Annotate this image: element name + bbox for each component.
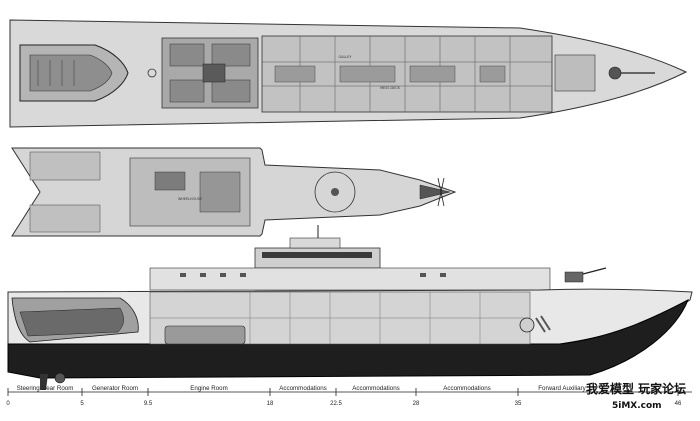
wheelhouse-label: WHEELHOUSE	[178, 197, 202, 201]
watermark: 我爱模型 玩家论坛 5iMX.com	[586, 381, 686, 411]
tick-label-18: 18	[267, 401, 274, 407]
helideck-circle	[314, 171, 356, 213]
section-label-accommodations-3: Accommodations	[443, 385, 490, 392]
watermark-site: 5iMX.com	[612, 401, 662, 411]
section-label-accommodations-1: Accommodations	[279, 385, 326, 392]
rudder	[40, 374, 48, 390]
engine-block	[164, 325, 246, 345]
tick-label-9-5: 9.5	[144, 401, 153, 407]
section-scale-bar: Steering Gear Room Generator Room Engine…	[6, 385, 692, 407]
watermark-title: 我爱模型 玩家论坛	[586, 381, 686, 396]
galley-label: GALLEY	[339, 55, 353, 59]
section-label-accommodations-2: Accommodations	[352, 385, 399, 392]
tick-label-22-5: 22.5	[330, 401, 342, 407]
bow-gun-mount-plan	[608, 66, 622, 80]
bow-gun-mount	[564, 271, 584, 283]
profile-elevation	[7, 225, 693, 390]
main-deck-plan: MESS DECK GALLEY	[9, 19, 688, 128]
tick-label-46: 46	[675, 401, 682, 407]
section-label-engine-room: Engine Room	[190, 385, 228, 392]
hull-emblem-icon	[519, 317, 535, 333]
propeller-icon	[54, 372, 66, 384]
mess-deck-label: MESS DECK	[380, 86, 401, 90]
rescue-boat-inner	[29, 54, 113, 92]
superstructure-deck-plan: WHEELHOUSE	[11, 147, 457, 237]
tick-label-35: 35	[515, 401, 522, 407]
tick-label-28: 28	[413, 401, 420, 407]
tick-label-5: 5	[80, 401, 84, 407]
hull-lower-dark	[7, 298, 689, 379]
section-label-generator-room: Generator Room	[92, 385, 138, 392]
section-label-steering-gear-room: Steering Gear Room	[17, 385, 74, 392]
tick-label-0: 0	[6, 401, 10, 407]
section-label-forward-auxiliary: Forward Auxiliary	[538, 385, 586, 392]
